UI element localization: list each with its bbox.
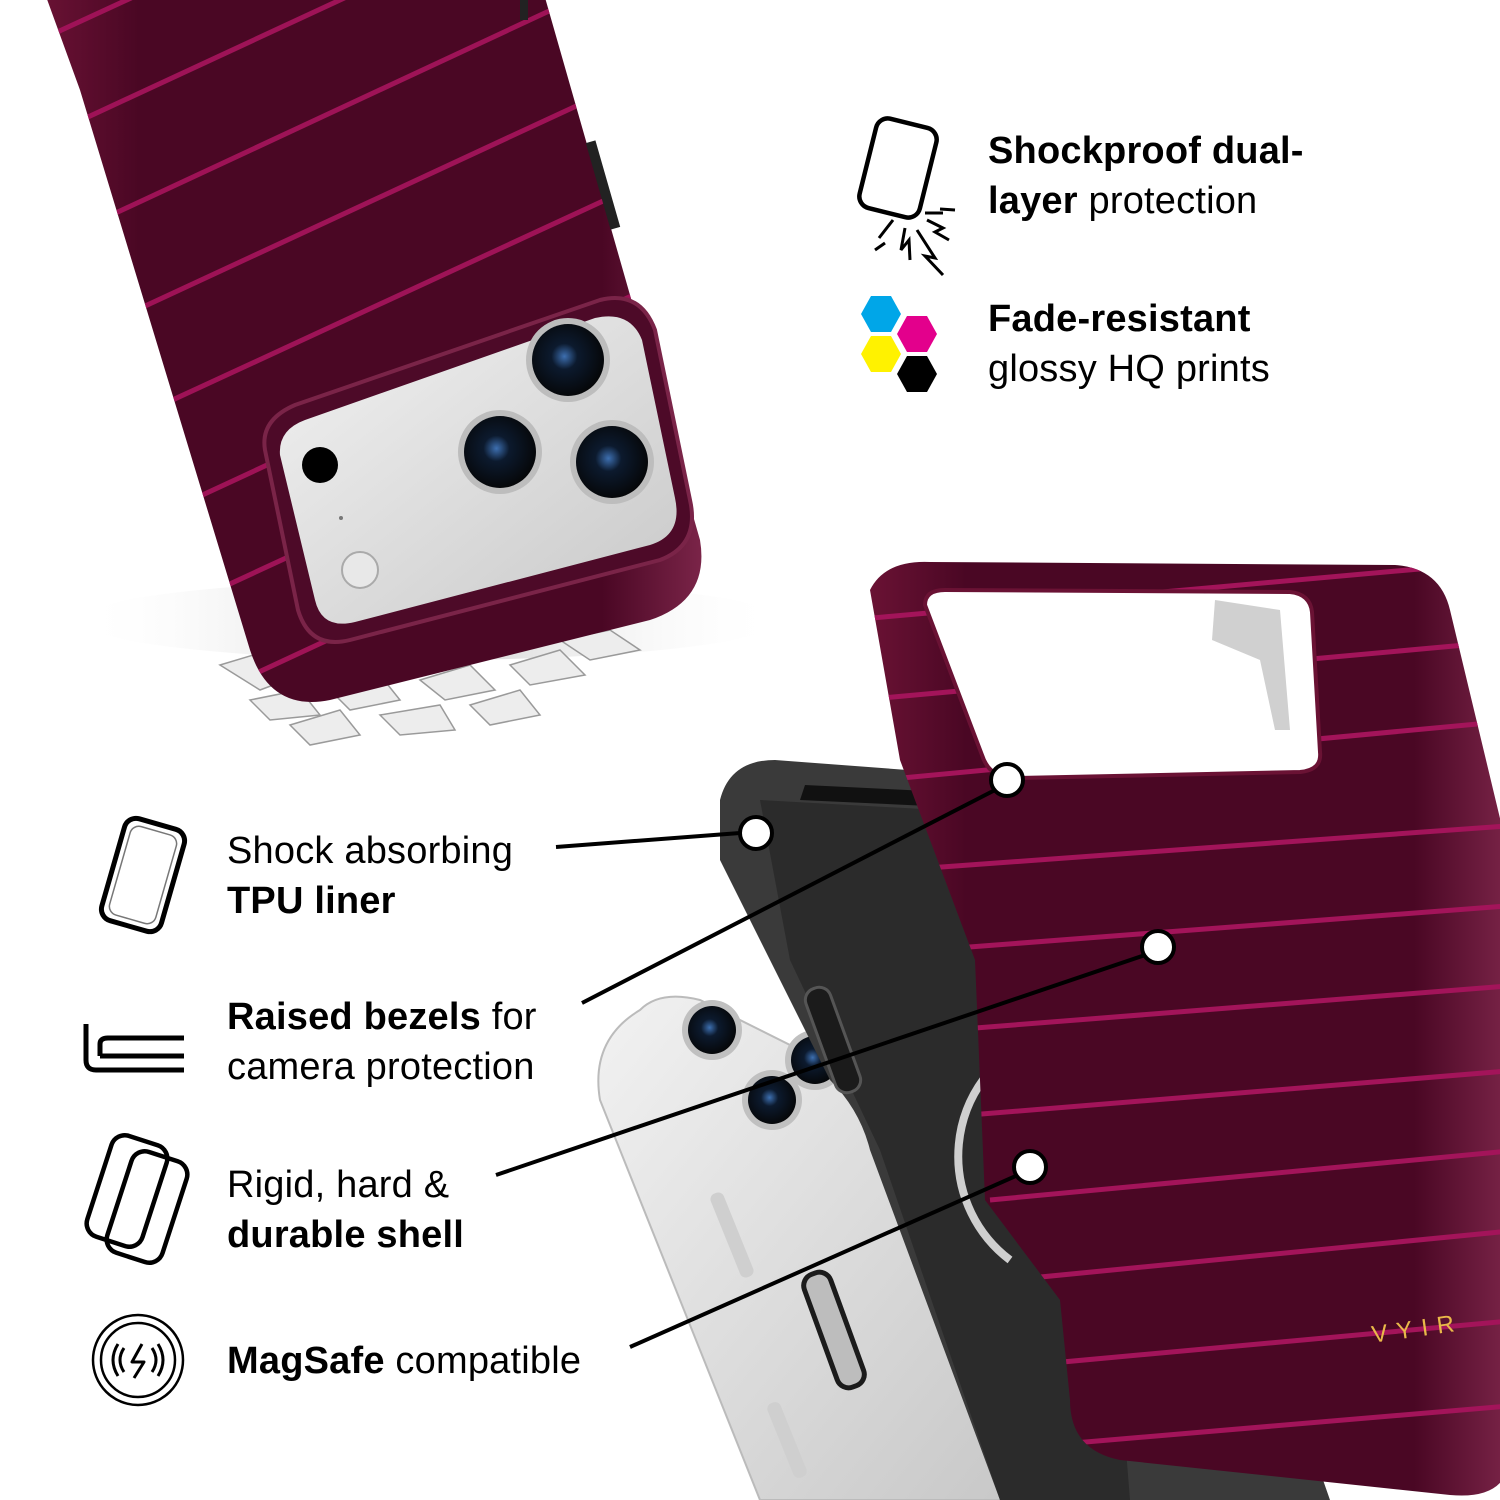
feature-shockproof: Shockproof dual- layer protection xyxy=(988,130,1304,222)
feature-raised-bezels: Raised bezels for camera protection xyxy=(227,996,537,1088)
phone-drop-shock-icon xyxy=(855,110,965,280)
raised-bezel-icon xyxy=(80,1020,190,1080)
callout-lines xyxy=(495,788,1146,1349)
feature-fade-resistant: Fade-resistant glossy HQ prints xyxy=(988,298,1270,390)
cmyk-hexagons-icon xyxy=(855,292,945,398)
feature-magsafe: MagSafe compatible xyxy=(227,1340,582,1382)
camera-lenses xyxy=(302,318,654,589)
dual-shell-icon xyxy=(80,1130,195,1270)
tpu-liner-icon xyxy=(92,812,192,942)
callout-dots xyxy=(738,762,1176,1185)
top-phone-case xyxy=(40,0,702,702)
bottom-phone-case xyxy=(870,561,1500,1496)
feature-durable-shell: Rigid, hard & durable shell xyxy=(227,1164,465,1256)
magsafe-icon xyxy=(90,1312,186,1408)
feature-tpu-liner: Shock absorbing TPU liner xyxy=(227,830,514,922)
